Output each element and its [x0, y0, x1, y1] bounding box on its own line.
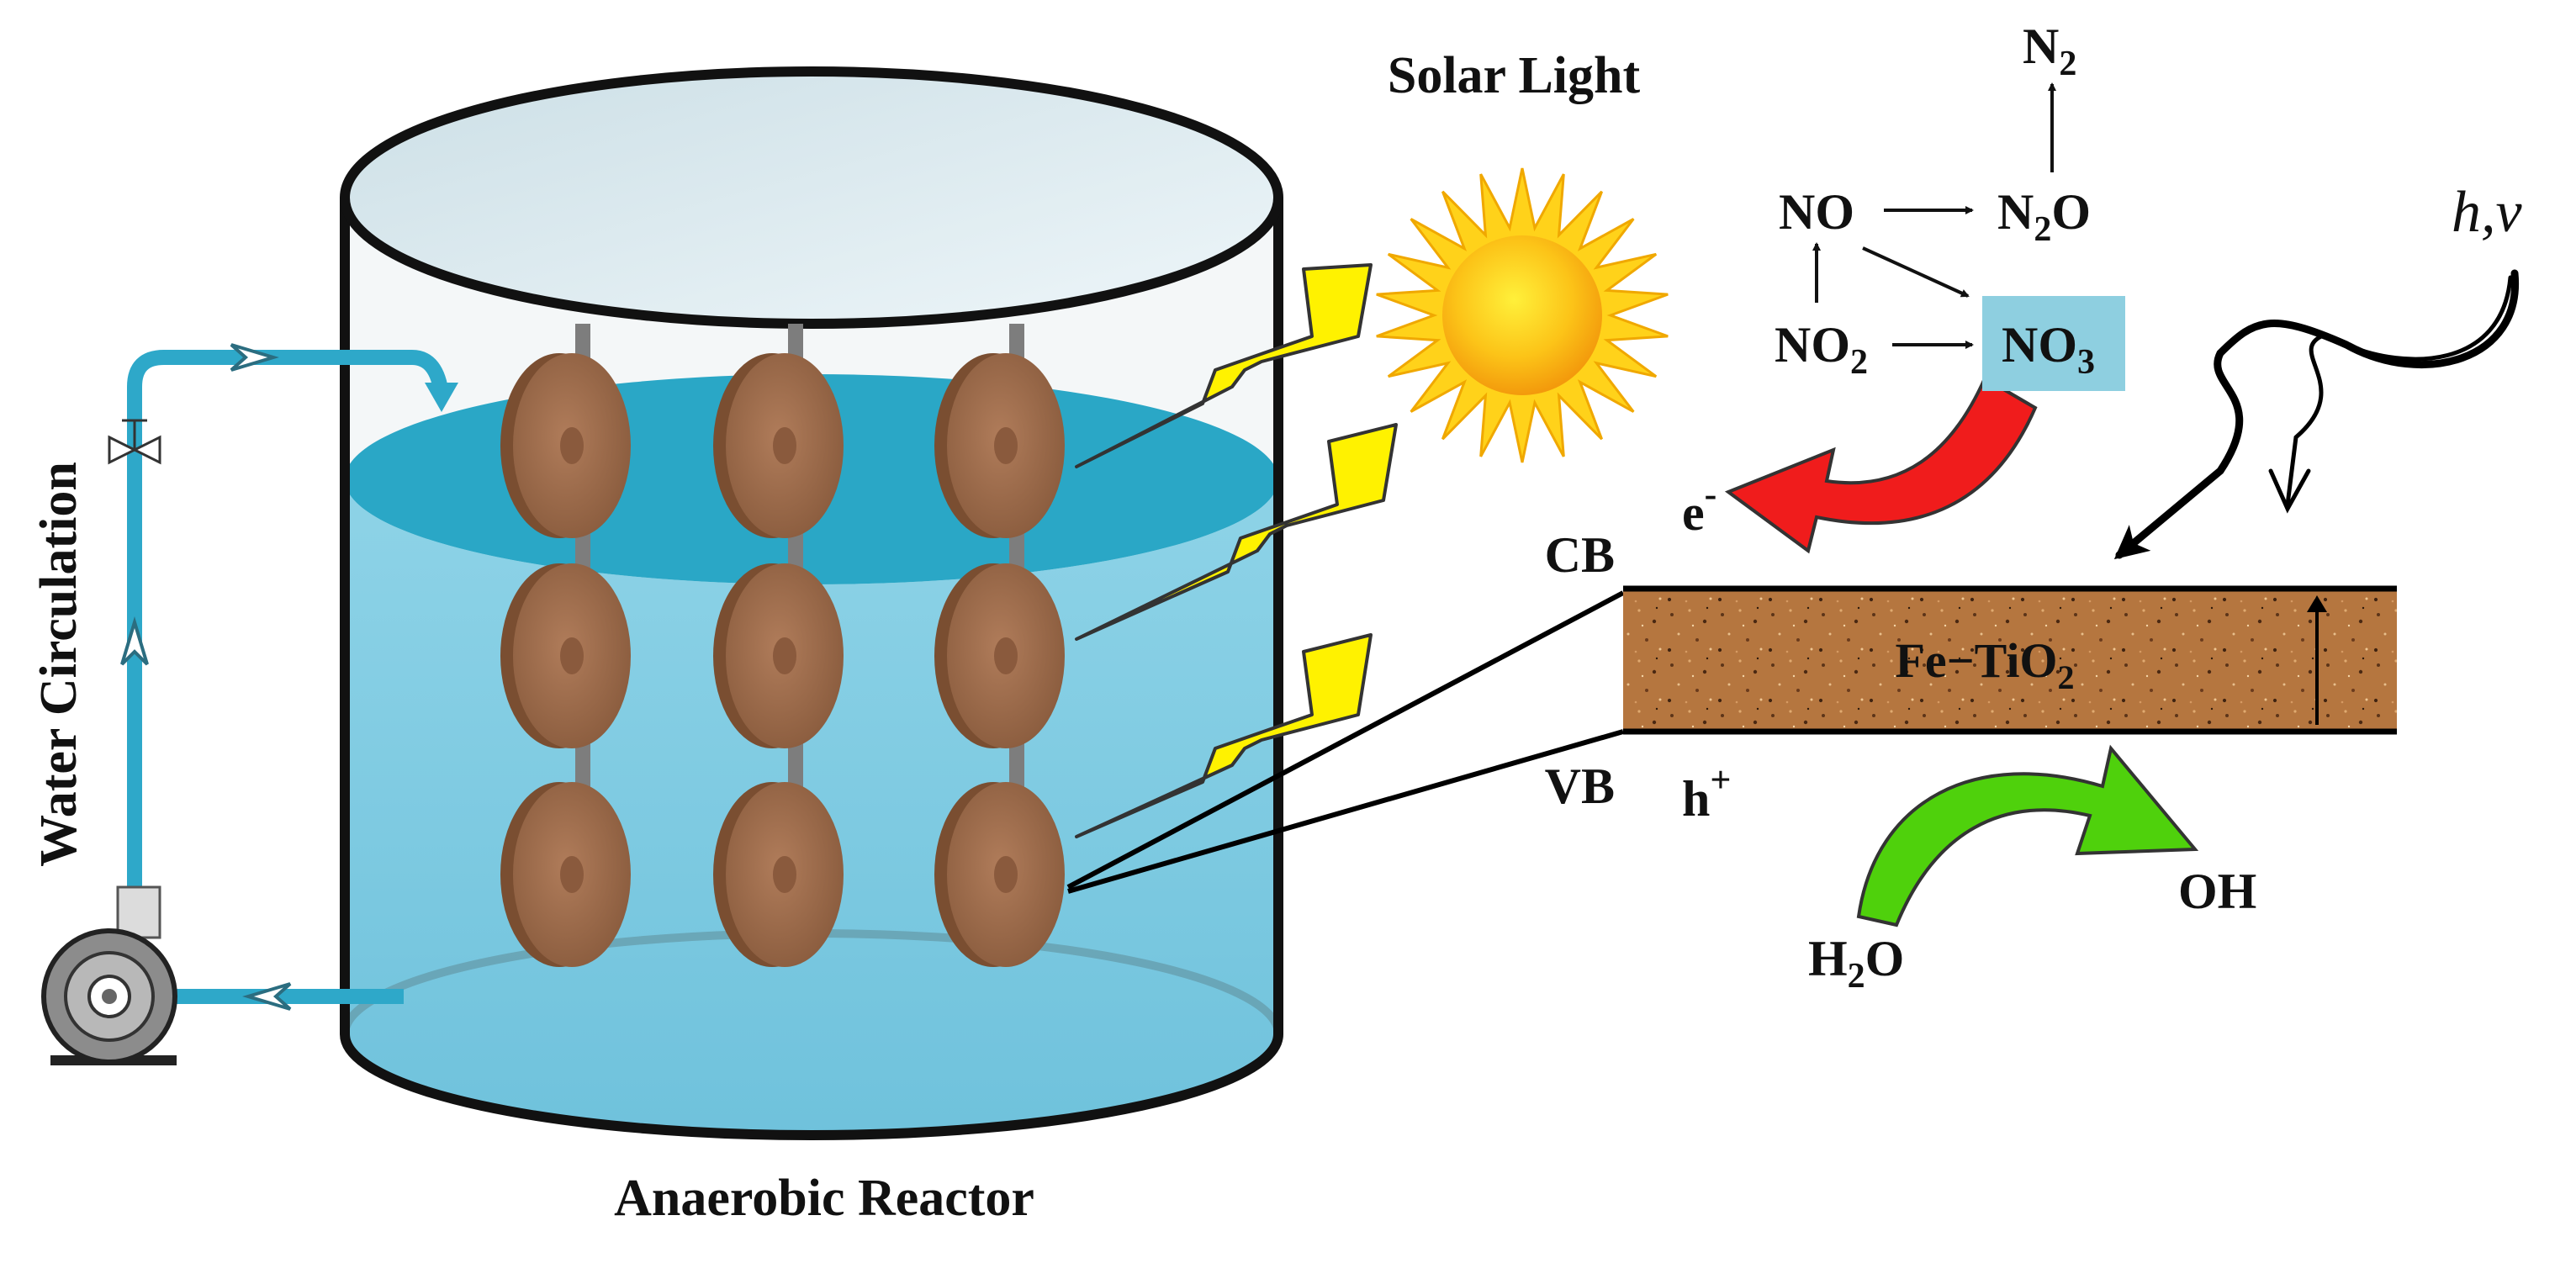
oh-label: OH [2178, 864, 2256, 919]
anaerobic-reactor-label: Anaerobic Reactor [614, 1170, 1034, 1227]
reactor-lid [340, 66, 1283, 329]
inlet-arrow-icon [425, 383, 458, 412]
electron-label: e- [1682, 473, 1716, 541]
electron-superscript: - [1705, 473, 1717, 515]
h2o-h: H [1808, 931, 1848, 986]
no3-formula: NO [2002, 317, 2077, 373]
flow-arrow-icon [242, 982, 292, 1011]
disc [500, 563, 631, 748]
pump-icon [41, 885, 177, 1065]
sun-icon [1376, 167, 1669, 463]
biofilm-discs [500, 353, 1065, 967]
disc [713, 563, 844, 748]
electron-transfer-arrow [1724, 376, 2038, 554]
n2o-o: O [2051, 184, 2091, 240]
n2o-subscript: 2 [2034, 210, 2051, 249]
disc [500, 782, 631, 967]
flow-arrow-icon [120, 616, 149, 666]
no3-subscript: 3 [2077, 343, 2095, 382]
no2-label: NO2 [1775, 317, 1868, 382]
catalyst-subscript: 2 [2058, 658, 2075, 696]
flow-arrow-icon [230, 343, 279, 372]
lightning-bolt-icon [1075, 633, 1373, 838]
cb-label: CB [1545, 527, 1615, 583]
disc [713, 782, 844, 967]
band-gap-arrow-icon [2307, 595, 2327, 612]
nitrate-highlight-box [1982, 296, 2125, 391]
no2-subscript: 2 [1850, 343, 1868, 382]
lightning-bolt-icon [1075, 263, 1373, 468]
catalyst-label: Fe−TiO2 [1895, 633, 2074, 696]
no-label: NO [1779, 184, 1854, 240]
nitrogen-pathway-arrows [1812, 82, 2056, 349]
disc [934, 353, 1065, 538]
no2-formula: NO [1775, 317, 1850, 373]
incident-light [2113, 269, 2520, 560]
catalyst-formula: Fe−TiO [1895, 633, 2057, 688]
vb-label: VB [1545, 758, 1615, 814]
zoom-lines [1066, 590, 1625, 894]
hole-label: h+ [1682, 759, 1731, 827]
hv-label: h,v [2452, 180, 2523, 245]
disc [500, 353, 631, 538]
n2o-label: N2O [1997, 184, 2091, 249]
water-circulation-label: Water Circulation [30, 462, 87, 867]
disc [934, 563, 1065, 748]
solar-light-label: Solar Light [1388, 47, 1641, 104]
no3-label: NO3 [2002, 317, 2095, 382]
disc [934, 782, 1065, 967]
hole-symbol: h [1682, 771, 1710, 827]
n2o-n: N [1997, 184, 2034, 240]
h2o-label: H2O [1808, 931, 1904, 996]
valve-icon [108, 419, 161, 465]
n2-n: N [2023, 18, 2059, 74]
catalyst-layer [1623, 585, 2397, 735]
n2-label: N2 [2023, 18, 2076, 83]
h2o-o: O [1865, 931, 1905, 986]
hole-superscript: + [1710, 759, 1731, 801]
h2o-subscript: 2 [1848, 957, 1865, 996]
n2-subscript: 2 [2059, 45, 2076, 83]
light-bolts [1075, 263, 1398, 838]
water-circulation-loop [41, 343, 458, 1065]
disc [713, 353, 844, 538]
lightning-bolt-icon [1075, 423, 1398, 641]
electron-symbol: e [1682, 485, 1705, 541]
hole-transfer-arrow [1856, 744, 2199, 927]
